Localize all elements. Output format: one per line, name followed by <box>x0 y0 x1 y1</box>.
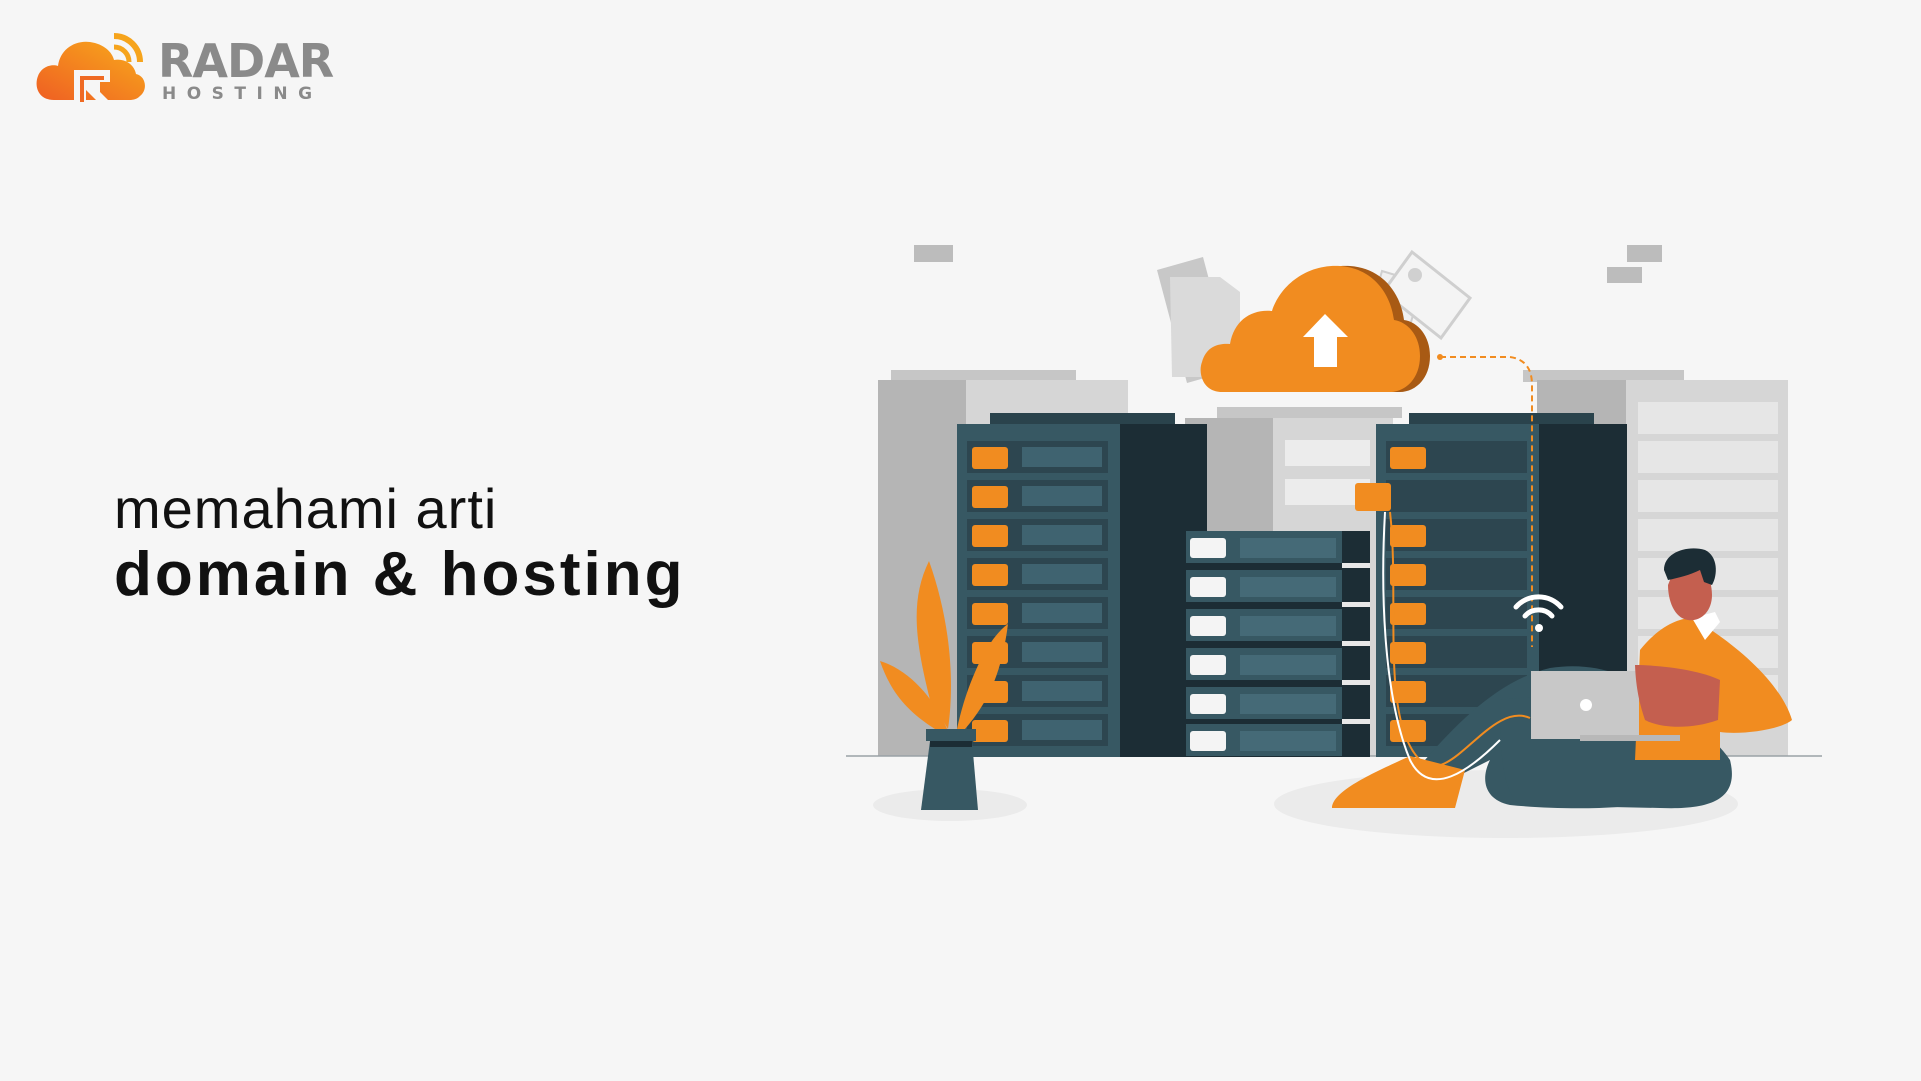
hosting-illustration <box>846 245 1822 838</box>
wifi-icon <box>1513 594 1564 619</box>
dashed-connection <box>1440 356 1533 647</box>
server-rack-middle <box>1186 531 1370 757</box>
person-illustration <box>1332 511 1792 809</box>
plant-icon <box>880 561 1008 810</box>
brand-tagline: HOSTING <box>162 84 323 104</box>
cloud-upload-icon <box>1200 265 1430 392</box>
brand-logo[interactable]: RADAR HOSTING <box>34 30 354 110</box>
cloud-radar-logo-icon <box>36 33 145 102</box>
brick-decoration <box>1607 267 1642 283</box>
page-title: memahami arti domain & hosting <box>114 478 686 610</box>
title-line-2: domain & hosting <box>114 540 686 609</box>
title-line-1: memahami arti <box>114 477 498 540</box>
brick-decoration <box>914 245 953 262</box>
server-rack-left <box>957 413 1207 757</box>
server-rack-right <box>1355 413 1627 757</box>
brick-decoration <box>1627 245 1662 262</box>
brand-name: RADAR <box>158 34 334 88</box>
